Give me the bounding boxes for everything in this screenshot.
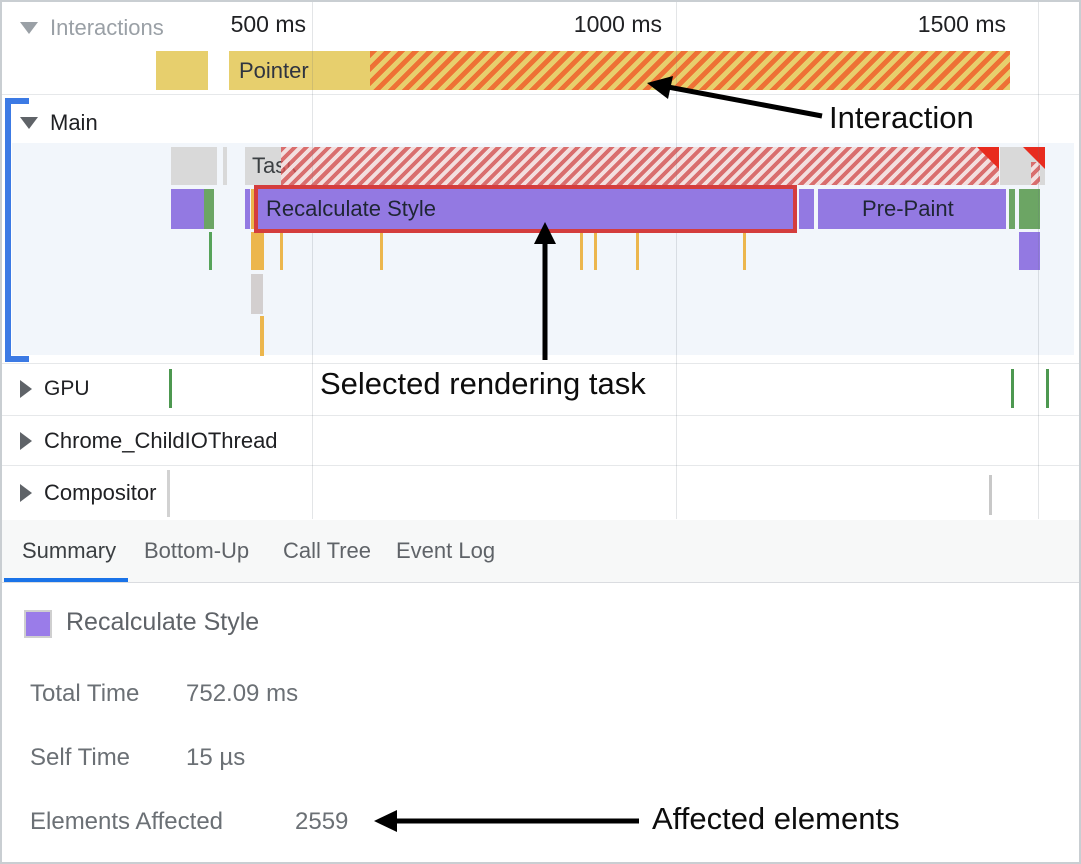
style-event-bar[interactable] — [245, 189, 250, 229]
tab-call-tree[interactable]: Call Tree — [283, 538, 372, 563]
long-task-bar[interactable]: Task — [245, 147, 999, 185]
track-separator — [2, 363, 1079, 364]
script-tick[interactable] — [260, 316, 264, 356]
collapse-triangle-icon[interactable] — [20, 22, 38, 34]
track-compositor-label: Compositor — [44, 480, 157, 505]
compositor-tick[interactable] — [167, 470, 170, 517]
track-separator — [2, 465, 1079, 466]
task-red-corner-icon — [1023, 147, 1045, 169]
ruler-tick-1000ms: 1000 ms — [573, 11, 662, 37]
ruler-tick-500ms: 500 ms — [230, 11, 306, 37]
ruler-tick-1500ms: 1500 ms — [917, 11, 1006, 37]
pointer-long-running-hatch — [370, 51, 1010, 90]
script-tick[interactable] — [280, 232, 283, 270]
task-event-bar[interactable] — [251, 274, 263, 314]
track-gpu[interactable]: GPU — [20, 377, 90, 401]
gpu-tick[interactable] — [1046, 369, 1049, 408]
expand-triangle-icon[interactable] — [20, 432, 32, 450]
pre-paint-label: Pre-Paint — [862, 196, 954, 221]
active-tab-indicator — [4, 578, 128, 582]
track-separator — [2, 415, 1079, 416]
track-compositor[interactable]: Compositor — [20, 480, 156, 506]
selected-task-annotation: Selected rendering task — [320, 366, 646, 401]
long-task-hatch — [281, 147, 999, 185]
self-time-label: Self Time — [30, 744, 131, 771]
interaction-arrow-line — [667, 84, 823, 119]
paint-event-bar[interactable] — [1009, 189, 1015, 229]
track-gpu-label: GPU — [44, 377, 90, 400]
interaction-event-bar[interactable] — [156, 51, 208, 90]
summary-event-title: Recalculate Style — [66, 608, 260, 636]
recalculate-style-label: Recalculate Style — [266, 196, 436, 221]
tab-event-log[interactable]: Event Log — [396, 538, 496, 563]
total-time-label: Total Time — [30, 680, 140, 707]
elements-affected-value: 2559 — [295, 808, 349, 835]
track-child-io[interactable]: Chrome_ChildIOThread — [20, 428, 278, 454]
script-tick[interactable] — [594, 232, 597, 270]
long-task-red-corner-icon — [977, 147, 999, 169]
pointer-interaction-label: Pointer — [239, 58, 309, 83]
script-tick[interactable] — [636, 232, 639, 270]
elements-affected-label: Elements Affected — [30, 808, 224, 835]
paint-tick[interactable] — [209, 232, 212, 270]
track-main[interactable]: Main — [20, 110, 98, 136]
style-event-bar[interactable] — [171, 189, 204, 229]
script-tick[interactable] — [580, 232, 583, 270]
style-event-bar[interactable] — [799, 189, 814, 229]
summary-panel: Recalculate Style Total Time 752.09 ms S… — [2, 584, 1079, 862]
main-track-bracket-top — [5, 98, 29, 104]
track-interactions[interactable]: Interactions — [20, 15, 164, 41]
total-time-value: 752.09 ms — [186, 680, 299, 707]
paint-event-bar[interactable] — [1019, 189, 1040, 229]
collapse-triangle-icon[interactable] — [20, 117, 38, 129]
tab-bottom-up[interactable]: Bottom-Up — [144, 538, 250, 563]
track-child-io-label: Chrome_ChildIOThread — [44, 428, 278, 453]
paint-event-bar[interactable] — [204, 189, 214, 229]
main-track-bracket — [5, 98, 11, 362]
task-event-bar[interactable] — [1000, 147, 1045, 185]
expand-triangle-icon[interactable] — [20, 484, 32, 502]
pre-paint-bar[interactable]: Pre-Paint — [818, 189, 1006, 229]
track-separator — [2, 94, 1079, 95]
gpu-tick[interactable] — [1011, 369, 1014, 408]
track-interactions-label: Interactions — [50, 15, 164, 40]
interaction-annotation: Interaction — [829, 100, 974, 135]
expand-triangle-icon[interactable] — [20, 380, 32, 398]
main-track-bracket-bottom — [5, 356, 29, 362]
bottom-panel-tabbar: Summary Bottom-Up Call Tree Event Log — [2, 520, 1079, 583]
script-tick[interactable] — [743, 232, 746, 270]
self-time-value: 15 µs — [186, 744, 246, 771]
compositor-tick[interactable] — [989, 475, 992, 515]
tab-summary[interactable]: Summary — [22, 538, 117, 563]
style-event-bar[interactable] — [1019, 232, 1040, 270]
script-tick[interactable] — [380, 232, 383, 270]
selected-recalculate-style-bar[interactable]: Recalculate Style — [254, 185, 797, 233]
affected-elements-annotation: Affected elements — [652, 801, 900, 836]
script-event-bar[interactable] — [251, 232, 264, 270]
track-main-label: Main — [50, 110, 98, 135]
gpu-tick[interactable] — [169, 369, 172, 408]
event-color-swatch — [24, 610, 52, 638]
task-event-bar[interactable] — [171, 147, 217, 185]
task-event-bar[interactable] — [223, 147, 227, 185]
pointer-interaction-bar[interactable]: Pointer — [229, 51, 1010, 90]
script-event-bar[interactable] — [251, 189, 256, 229]
task-hatch-sliver — [1031, 162, 1040, 185]
